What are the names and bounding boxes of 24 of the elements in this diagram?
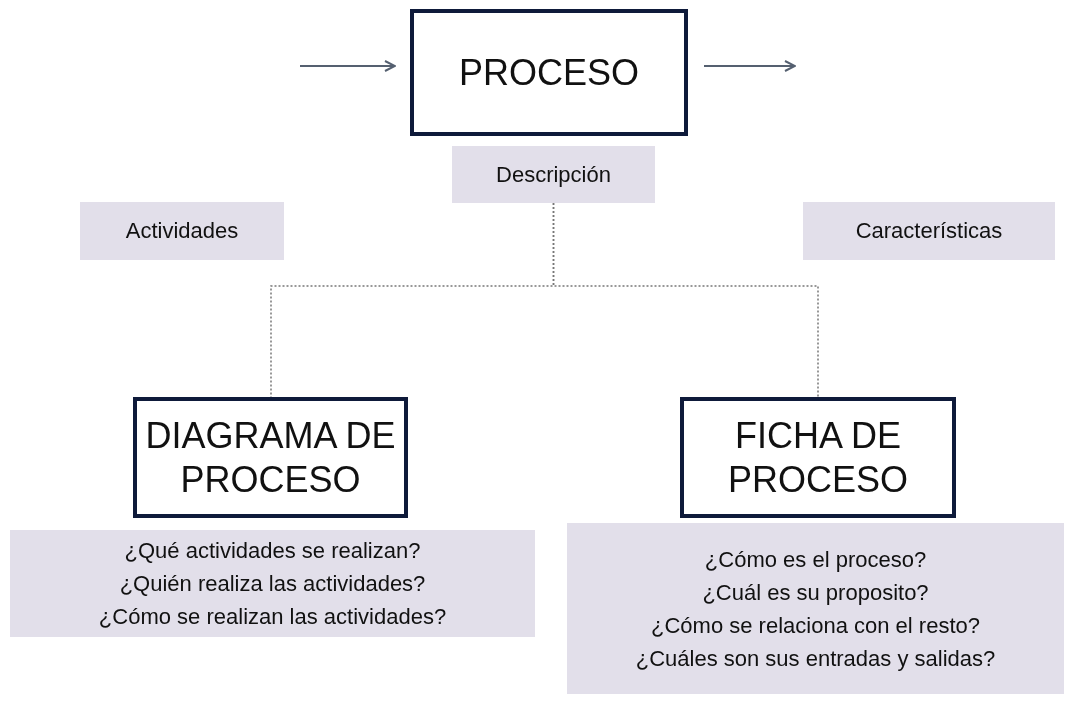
process-box (680, 397, 956, 518)
node-label: Actividades (125, 218, 239, 244)
arrow (299, 60, 396, 72)
node-label: DIAGRAMA DE PROCESO (144, 414, 397, 501)
label-box (452, 146, 655, 203)
question-text: ¿Cómo se realizan las actividades? (98, 603, 447, 631)
question-text: ¿Cuáles son sus entradas y salidas? (635, 644, 996, 673)
question-text: ¿Quién realiza las actividades? (119, 570, 426, 598)
dotted-connector (552, 202, 819, 398)
arrow (703, 60, 796, 72)
node-label: Descripción (496, 161, 611, 188)
node-label: PROCESO (458, 50, 639, 95)
question-box (10, 530, 535, 637)
node-label: Características (855, 218, 1003, 244)
process-box (133, 397, 408, 518)
question-text: ¿Cuál es su proposito? (702, 578, 929, 607)
node-label: FICHA DE PROCESO (726, 414, 909, 501)
question-text: ¿Cómo se relaciona con el resto? (651, 611, 980, 640)
question-text: ¿Cómo es el proceso? (704, 545, 927, 574)
label-box (80, 202, 284, 260)
question-text: ¿Qué actividades se realizan? (124, 537, 421, 565)
question-box (567, 523, 1064, 694)
process-box (410, 9, 688, 136)
label-box (803, 202, 1055, 260)
